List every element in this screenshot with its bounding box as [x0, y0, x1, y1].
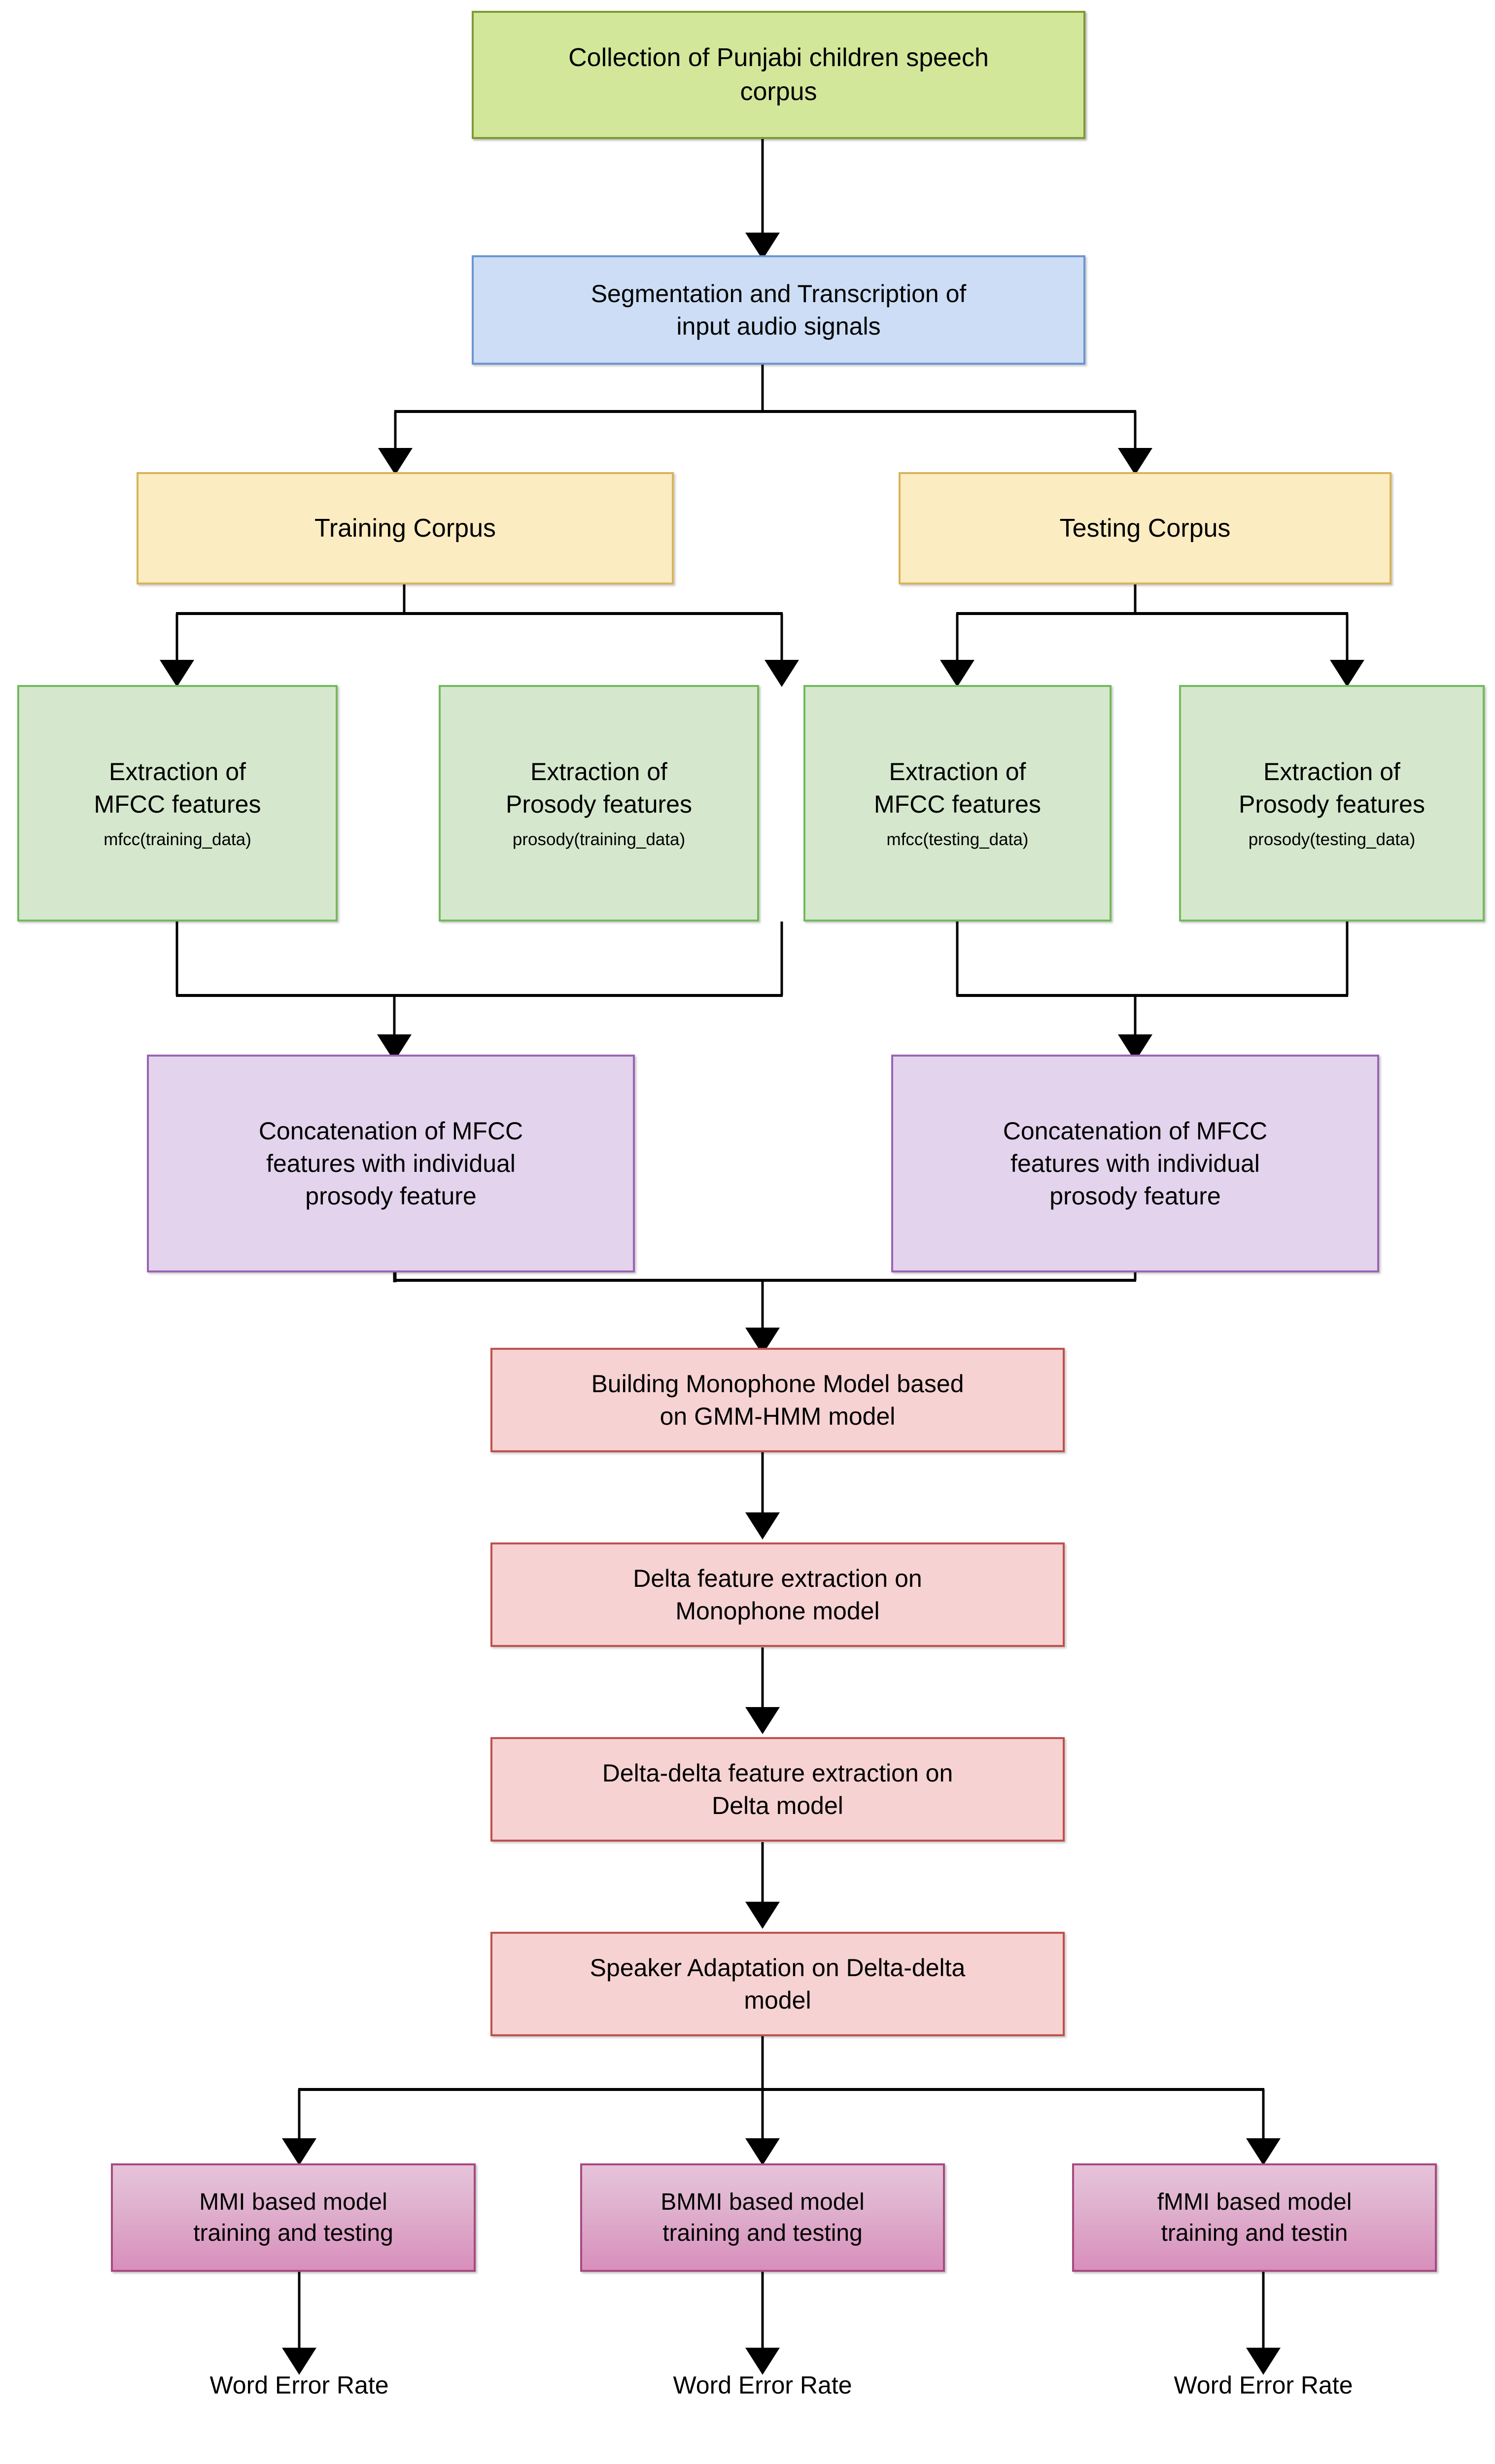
node-mmi-based-model[interactable]: MMI based model training and testing	[111, 2163, 476, 2272]
node-deltadelta-line1: Delta-delta feature extraction on	[602, 1759, 953, 1787]
node-fmmi-based-model[interactable]: fMMI based model training and testin	[1072, 2163, 1437, 2272]
node-segmentation-line1: Segmentation and Transcription of	[591, 280, 967, 308]
node-concat-test-line2: features with individual	[1010, 1150, 1260, 1177]
node-fmmi-line2: training and testin	[1161, 2220, 1348, 2246]
label-wer-left-text: Word Error Rate	[209, 2371, 389, 2399]
node-concat-train-line3: prosody feature	[305, 1182, 477, 1210]
node-collection-of-corpus[interactable]: Collection of Punjabi children speech co…	[472, 11, 1085, 139]
node-testing-corpus-label: Testing Corpus	[1059, 513, 1231, 543]
node-concat-test-line1: Concatenation of MFCC	[1003, 1117, 1268, 1145]
node-prosody-test-line2: Prosody features	[1239, 790, 1425, 818]
node-mfcc-test-line2: MFCC features	[874, 790, 1041, 818]
label-word-error-rate-middle: Word Error Rate	[620, 2365, 905, 2405]
node-prosody-train-line1: Extraction of	[530, 757, 667, 786]
node-training-corpus[interactable]: Training Corpus	[137, 472, 674, 584]
label-wer-right-text: Word Error Rate	[1174, 2371, 1353, 2399]
node-extraction-prosody-training[interactable]: Extraction of Prosody features prosody(t…	[439, 685, 759, 922]
node-bmmi-line2: training and testing	[662, 2220, 863, 2246]
node-mfcc-train-line1: Extraction of	[109, 757, 246, 786]
node-building-monophone-model[interactable]: Building Monophone Model based on GMM-HM…	[490, 1348, 1065, 1452]
node-testing-corpus[interactable]: Testing Corpus	[899, 472, 1391, 584]
node-prosody-train-code: prosody(training_data)	[512, 829, 686, 849]
node-concatenation-training[interactable]: Concatenation of MFCC features with indi…	[147, 1055, 635, 1272]
node-mfcc-test-line1: Extraction of	[889, 757, 1026, 786]
node-monophone-line2: on GMM-HMM model	[660, 1403, 896, 1430]
node-concat-test-line3: prosody feature	[1049, 1182, 1221, 1210]
node-prosody-train-line2: Prosody features	[506, 790, 692, 818]
node-concat-train-line1: Concatenation of MFCC	[258, 1117, 523, 1145]
node-concatenation-testing[interactable]: Concatenation of MFCC features with indi…	[891, 1055, 1379, 1272]
node-speaker-line2: model	[744, 1986, 811, 2014]
node-mmi-line1: MMI based model	[199, 2189, 387, 2215]
node-segmentation-transcription[interactable]: Segmentation and Transcription of input …	[472, 255, 1085, 365]
node-speaker-line1: Speaker Adaptation on Delta-delta	[590, 1954, 966, 1982]
node-segmentation-line2: input audio signals	[676, 312, 881, 340]
node-mfcc-test-code: mfcc(testing_data)	[886, 829, 1029, 849]
node-delta-delta-feature-extraction[interactable]: Delta-delta feature extraction on Delta …	[490, 1737, 1065, 1842]
label-wer-mid-text: Word Error Rate	[673, 2371, 852, 2399]
node-collection-line2: corpus	[740, 77, 817, 106]
label-word-error-rate-left: Word Error Rate	[156, 2365, 442, 2405]
node-concat-train-line2: features with individual	[266, 1150, 516, 1177]
node-prosody-test-code: prosody(testing_data)	[1248, 829, 1416, 849]
node-mfcc-train-code: mfcc(training_data)	[104, 829, 251, 849]
node-prosody-test-line1: Extraction of	[1263, 757, 1400, 786]
node-delta-line1: Delta feature extraction on	[633, 1565, 922, 1592]
node-extraction-mfcc-training[interactable]: Extraction of MFCC features mfcc(trainin…	[17, 685, 338, 922]
node-delta-line2: Monophone model	[675, 1597, 880, 1625]
label-word-error-rate-right: Word Error Rate	[1120, 2365, 1406, 2405]
node-monophone-line1: Building Monophone Model based	[591, 1370, 964, 1398]
node-bmmi-line1: BMMI based model	[661, 2189, 865, 2215]
node-extraction-prosody-testing[interactable]: Extraction of Prosody features prosody(t…	[1179, 685, 1485, 922]
node-collection-line1: Collection of Punjabi children speech	[568, 43, 989, 72]
node-mmi-line2: training and testing	[193, 2220, 393, 2246]
node-bmmi-based-model[interactable]: BMMI based model training and testing	[580, 2163, 945, 2272]
node-speaker-adaptation[interactable]: Speaker Adaptation on Delta-delta model	[490, 1932, 1065, 2036]
node-deltadelta-line2: Delta model	[712, 1792, 843, 1819]
node-delta-feature-extraction[interactable]: Delta feature extraction on Monophone mo…	[490, 1542, 1065, 1647]
node-extraction-mfcc-testing[interactable]: Extraction of MFCC features mfcc(testing…	[803, 685, 1112, 922]
node-training-corpus-label: Training Corpus	[314, 513, 496, 543]
node-fmmi-line1: fMMI based model	[1157, 2189, 1352, 2215]
node-mfcc-train-line2: MFCC features	[94, 790, 261, 818]
